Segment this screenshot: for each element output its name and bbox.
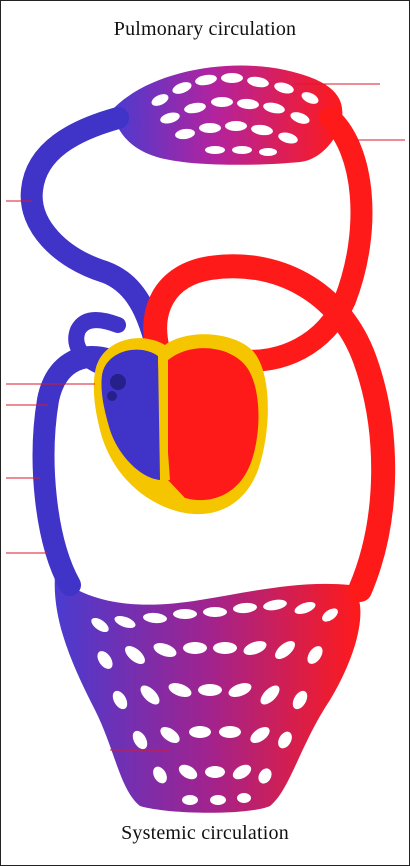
- heart: [94, 334, 268, 514]
- systemic-capillary-bed: [55, 575, 361, 813]
- right-heart-chambers: [101, 350, 160, 480]
- pulmonary-capillary-bed: [112, 66, 342, 165]
- systemic-circulation-label: Systemic circulation: [0, 822, 410, 845]
